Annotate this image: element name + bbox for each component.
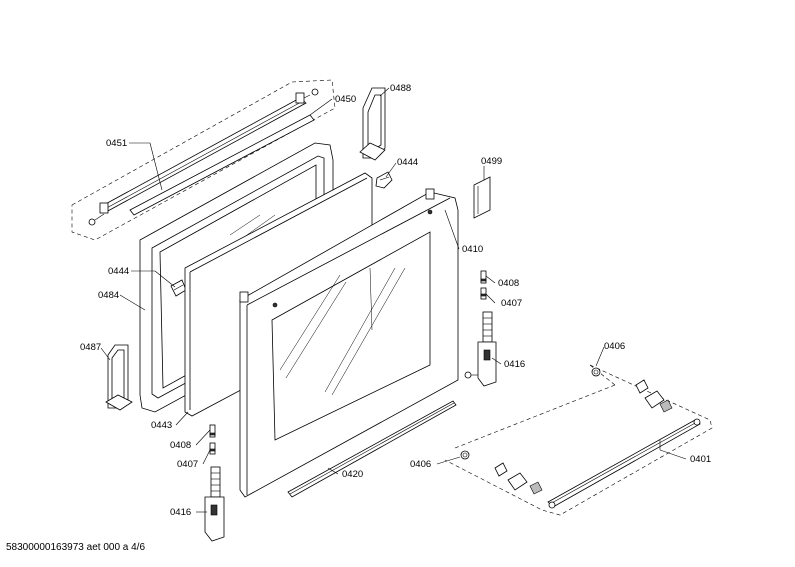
label-0444-middle: 0444 xyxy=(108,266,130,277)
label-0451: 0451 xyxy=(106,138,128,149)
top-rail-assembly xyxy=(71,79,336,241)
label-0401: 0401 xyxy=(690,454,712,465)
label-0406-left: 0406 xyxy=(410,459,432,470)
label-0450: 0450 xyxy=(335,94,357,105)
hinge-assembly-right xyxy=(464,270,497,387)
leader-lines xyxy=(100,87,687,513)
clip-0444-top xyxy=(375,171,393,189)
bottom-strip-0420 xyxy=(287,400,457,498)
label-0499: 0499 xyxy=(481,156,503,167)
hinge-cover-0487 xyxy=(105,344,133,411)
label-0484: 0484 xyxy=(98,290,120,301)
label-0408-right: 0408 xyxy=(498,278,520,289)
outer-door-0410 xyxy=(239,188,459,498)
handle-assembly xyxy=(444,364,713,516)
label-0420: 0420 xyxy=(342,469,364,480)
label-0408-left: 0408 xyxy=(170,440,192,451)
hinge-assembly-left xyxy=(204,424,225,542)
label-0410: 0410 xyxy=(462,244,484,255)
label-0416-right: 0416 xyxy=(504,359,526,370)
label-0443: 0443 xyxy=(151,420,173,431)
label-0407-left: 0407 xyxy=(177,459,199,470)
label-0487: 0487 xyxy=(80,342,102,353)
seal-strip-0499 xyxy=(473,176,491,219)
hinge-cover-0488 xyxy=(359,87,386,161)
label-0416-left: 0416 xyxy=(170,507,192,518)
label-0488: 0488 xyxy=(390,83,412,94)
document-reference: 58300000163973 aet 000 a 4/6 xyxy=(6,542,146,553)
label-0406-right: 0406 xyxy=(604,341,626,352)
label-0407-right: 0407 xyxy=(501,298,523,309)
label-0444-top: 0444 xyxy=(397,157,419,168)
